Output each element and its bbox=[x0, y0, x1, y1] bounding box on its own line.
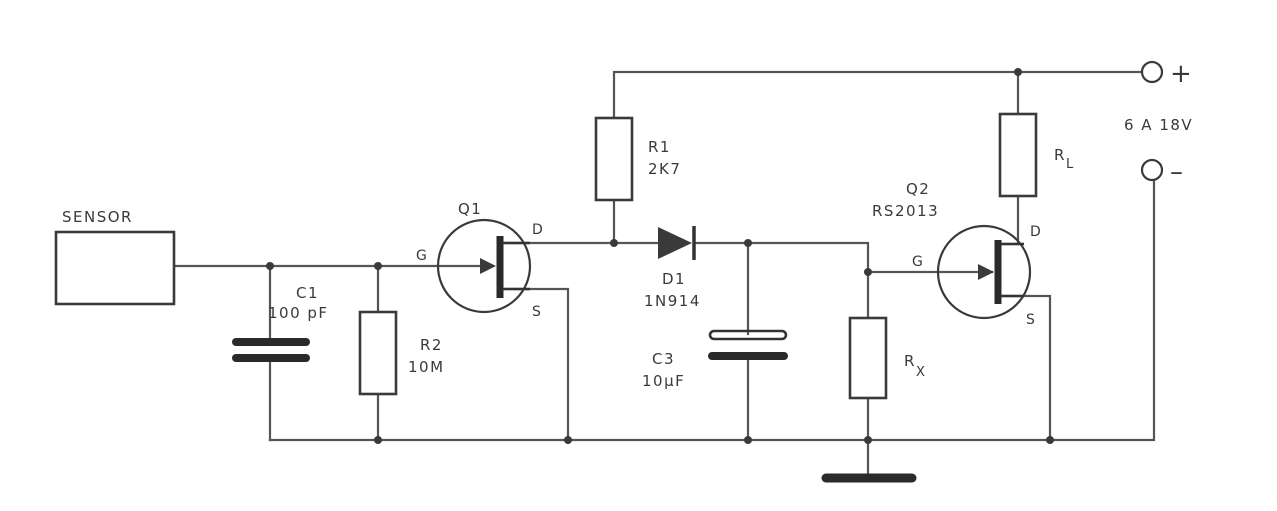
wire-ground-bus bbox=[268, 178, 1156, 442]
r1-body bbox=[594, 116, 634, 202]
junction-dot bbox=[1014, 68, 1022, 76]
rx-label: RX bbox=[904, 352, 926, 380]
junctions bbox=[266, 68, 1054, 444]
rl-main: R bbox=[1054, 146, 1066, 164]
capacitor-c3: C3 10µF bbox=[642, 329, 788, 390]
resistor-r2: R2 10M bbox=[358, 310, 445, 396]
sensor-box bbox=[54, 230, 176, 306]
junction-dot bbox=[564, 436, 572, 444]
c3-name: C3 bbox=[652, 350, 675, 368]
wire-rl-bottom bbox=[1000, 194, 1020, 246]
rl-label: RL bbox=[1054, 146, 1075, 172]
wire-diode-out bbox=[694, 241, 870, 320]
d1-anode-triangle bbox=[658, 227, 692, 259]
rx-body bbox=[848, 316, 888, 400]
junction-dot bbox=[266, 262, 274, 270]
rl-body bbox=[998, 112, 1038, 198]
junction-dot bbox=[744, 239, 752, 247]
q2-source-pin: S bbox=[1026, 312, 1035, 328]
resistor-rl: RL bbox=[998, 112, 1075, 198]
supply-plus: + bbox=[1170, 59, 1192, 89]
rl-sub: L bbox=[1066, 157, 1075, 172]
diode-d1: D1 1N914 bbox=[644, 226, 701, 310]
transistor-q1: Q1 G D S bbox=[416, 200, 543, 320]
rx-main: R bbox=[904, 352, 916, 370]
c3-plate-top bbox=[708, 329, 788, 341]
q2-gate-pin: G bbox=[912, 254, 923, 270]
junction-dot bbox=[864, 436, 872, 444]
junction-dot bbox=[374, 262, 382, 270]
junction-dot bbox=[1046, 436, 1054, 444]
d1-name: D1 bbox=[662, 270, 686, 288]
rx-sub: X bbox=[916, 365, 926, 380]
transistor-q2: Q2 RS2013 G D S bbox=[872, 180, 1041, 328]
q1-source-pin: S bbox=[532, 304, 541, 320]
r1-name: R1 bbox=[648, 138, 671, 156]
c1-name: C1 bbox=[296, 284, 319, 302]
r2-value: 10M bbox=[408, 358, 445, 376]
c3-value: 10µF bbox=[642, 372, 685, 390]
q1-gate-pin: G bbox=[416, 248, 427, 264]
junction-dot bbox=[864, 268, 872, 276]
q2-drain-pin: D bbox=[1030, 224, 1041, 240]
terminal-icon bbox=[1140, 158, 1164, 182]
resistor-r1: R1 2K7 bbox=[594, 116, 681, 202]
q1-name: Q1 bbox=[458, 200, 482, 218]
q1-gate-arrow bbox=[480, 258, 496, 274]
q2-value: RS2013 bbox=[872, 202, 939, 220]
wire-r1-top bbox=[612, 70, 1142, 120]
supply-minus: – bbox=[1170, 157, 1183, 187]
q1-drain-pin: D bbox=[532, 222, 543, 238]
capacitor-c1: C1 100 pF bbox=[232, 284, 329, 362]
junction-dot bbox=[744, 436, 752, 444]
r2-body bbox=[358, 310, 398, 396]
q2-name: Q2 bbox=[906, 180, 930, 198]
junction-dot bbox=[374, 436, 382, 444]
supply-terminals: + – 6 A 18V bbox=[1124, 59, 1193, 187]
q2-gate-arrow bbox=[978, 264, 994, 280]
supply-voltage: 6 A 18V bbox=[1124, 116, 1193, 134]
r1-value: 2K7 bbox=[648, 160, 681, 178]
sensor-label: SENSOR bbox=[62, 208, 133, 226]
c1-value: 100 pF bbox=[268, 304, 329, 322]
resistor-rx: RX bbox=[848, 316, 926, 400]
sensor: SENSOR bbox=[54, 208, 176, 306]
q2-body bbox=[936, 224, 1032, 320]
d1-value: 1N914 bbox=[644, 292, 701, 310]
q1-body bbox=[436, 218, 532, 314]
r2-name: R2 bbox=[420, 336, 443, 354]
junction-dot bbox=[610, 239, 618, 247]
terminal-icon bbox=[1140, 60, 1164, 84]
